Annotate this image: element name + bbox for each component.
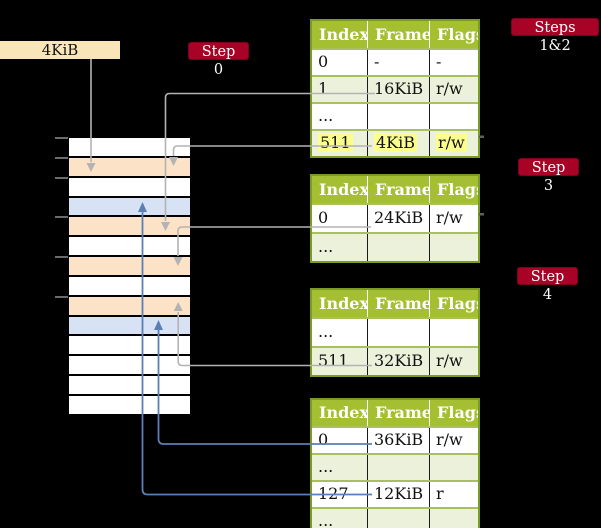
table-row-highlighted: 511 4KiB r/w (312, 129, 478, 156)
memory-row-6 (69, 257, 190, 277)
table-row: ... (312, 232, 478, 261)
cell-index: 1 (318, 79, 329, 98)
page-table-leaf: Index Frame Flags 0 36KiB r/w ... 127 12… (310, 398, 480, 528)
table-row: 511 32KiB r/w (312, 346, 478, 375)
cell-flags: r/w (436, 79, 463, 98)
cell-index: 127 (318, 484, 349, 503)
physical-memory (69, 136, 190, 416)
label-step-0: Step 0 (188, 42, 249, 78)
memory-row-13 (69, 395, 190, 416)
table-row: 1 16KiB r/w (312, 75, 478, 102)
memory-row-2 (69, 177, 190, 198)
column-header-frame: Frame (367, 176, 429, 203)
table-header-row: Index Frame Flags (312, 176, 478, 203)
cell-flags: r/w (436, 430, 463, 449)
cell-flags: r/w (436, 208, 463, 227)
label-step-3: Step 3 (518, 158, 579, 194)
memory-tick-marks (55, 137, 68, 298)
cell-index: 0 (318, 430, 329, 449)
table-row: 0 36KiB r/w (312, 426, 478, 453)
cell-index: ... (318, 511, 334, 528)
memory-row-5 (69, 237, 190, 258)
table-row: ... (312, 453, 478, 480)
cell-frame: 32KiB (374, 351, 424, 370)
memory-row-8 (69, 296, 190, 317)
memory-row-11 (69, 356, 190, 377)
cell-frame: - (374, 52, 380, 71)
memory-row-12 (69, 376, 190, 396)
cell-index: ... (318, 237, 334, 256)
table-row: 0 - - (312, 48, 478, 75)
column-header-flags: Flags (429, 290, 478, 317)
memory-row-0 (69, 138, 190, 158)
cell-flags: r/w (436, 133, 467, 152)
memory-row-4 (69, 217, 190, 238)
table-row: ... (312, 507, 478, 528)
cell-index: ... (318, 322, 334, 341)
cell-index: ... (318, 106, 334, 125)
cell-frame: 4KiB (374, 133, 418, 152)
column-header-index: Index (319, 403, 367, 422)
memory-row-9 (69, 316, 190, 337)
table-row: 127 12KiB r (312, 480, 478, 507)
memory-row-3 (69, 197, 190, 218)
cell-flags: - (436, 52, 442, 71)
cell-frame: 12KiB (374, 484, 424, 503)
label-step-4: Step 4 (517, 267, 578, 303)
cell-index: 0 (318, 52, 329, 71)
page-table-level2-b: Index Frame Flags ... 511 32KiB r/w (310, 288, 480, 377)
table-row: 0 24KiB r/w (312, 203, 478, 232)
cell-frame: 36KiB (374, 430, 424, 449)
table-row: ... (312, 102, 478, 129)
column-header-index: Index (319, 180, 367, 199)
label-steps-1-2: Steps 1&2 (511, 18, 599, 54)
memory-row-7 (69, 276, 190, 297)
column-header-frame: Frame (367, 21, 429, 48)
table-header-row: Index Frame Flags (312, 400, 478, 426)
cell-index: 0 (318, 208, 329, 227)
cell-frame: 16KiB (374, 79, 424, 98)
column-header-frame: Frame (367, 400, 429, 426)
page-table-root: Index Frame Flags 0 - - 1 16KiB r/w ... … (310, 19, 480, 158)
column-header-flags: Flags (429, 176, 478, 203)
table-row: ... (312, 317, 478, 346)
cell-flags: r (436, 484, 444, 503)
cell-index: 511 (318, 351, 349, 370)
column-header-frame: Frame (367, 290, 429, 317)
column-header-flags: Flags (429, 400, 478, 426)
column-header-flags: Flags (429, 21, 478, 48)
memory-row-10 (69, 336, 190, 357)
column-header-index: Index (319, 294, 367, 313)
page-size-box: 4KiB (0, 41, 120, 59)
page-table-level2-a: Index Frame Flags 0 24KiB r/w ... (310, 174, 480, 263)
memory-row-1 (69, 157, 190, 178)
cell-flags: r/w (436, 351, 463, 370)
table-header-row: Index Frame Flags (312, 290, 478, 317)
table-header-row: Index Frame Flags (312, 21, 478, 48)
column-header-index: Index (319, 25, 367, 44)
cell-frame: 24KiB (374, 208, 424, 227)
cell-index: 511 (318, 133, 353, 152)
cell-index: ... (318, 457, 334, 476)
